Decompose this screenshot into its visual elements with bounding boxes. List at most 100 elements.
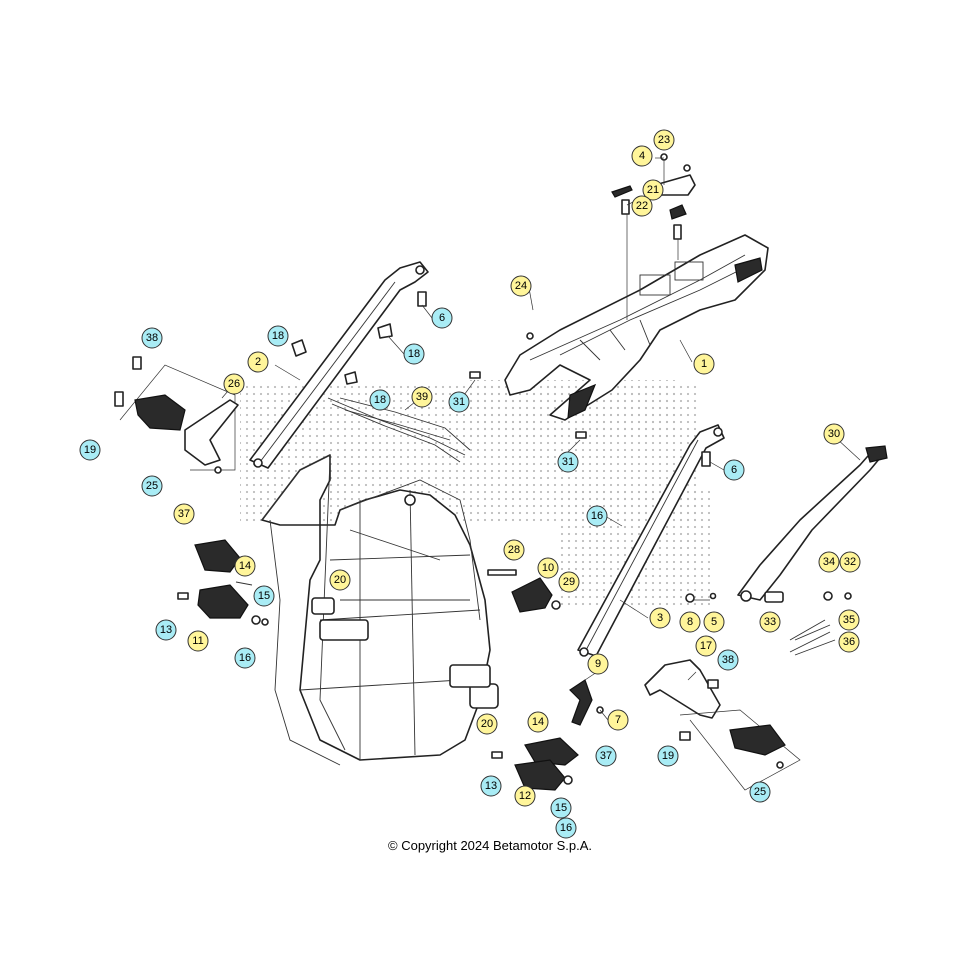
callout-25b-label: 25 [754, 786, 766, 798]
side-stand [737, 445, 888, 656]
callout-12-bubble [514, 785, 536, 807]
callout-14a: 14 [234, 555, 256, 577]
callout-15a-bubble [253, 585, 275, 607]
callout-15b-label: 15 [555, 802, 567, 814]
callout-37b: 37 [595, 745, 617, 767]
callout-9-bubble [587, 653, 609, 675]
callout-16c-bubble [555, 817, 577, 839]
callout-37a-bubble [173, 503, 195, 525]
callout-11: 11 [187, 630, 209, 652]
callout-38b-bubble [717, 649, 739, 671]
callout-5: 5 [703, 611, 725, 633]
left-footpeg [177, 539, 269, 626]
callout-18c-label: 18 [374, 394, 386, 406]
callout-35-bubble [838, 609, 860, 631]
callout-25a-label: 25 [146, 480, 158, 492]
callout-38b: 38 [717, 649, 739, 671]
callout-38a-label: 38 [146, 332, 158, 344]
callout-5-bubble [703, 611, 725, 633]
chain-guide-block [487, 569, 561, 613]
callout-14b-label: 14 [532, 716, 544, 728]
callout-16c-label: 16 [560, 822, 572, 834]
left-footpeg-assembly [114, 356, 239, 474]
callout-38a-bubble [141, 327, 163, 349]
callout-13b: 13 [480, 775, 502, 797]
callout-4: 4 [631, 145, 653, 167]
callout-3: 3 [649, 607, 671, 629]
callout-30-label: 30 [828, 428, 840, 440]
callout-8-bubble [679, 611, 701, 633]
callout-32-label: 32 [844, 556, 856, 568]
callout-32-bubble [839, 551, 861, 573]
callout-13b-label: 13 [485, 780, 497, 792]
callout-16b-label: 16 [239, 652, 251, 664]
callout-6a: 6 [431, 307, 453, 329]
callout-13a-bubble [155, 619, 177, 641]
callout-35-label: 35 [843, 614, 855, 626]
callout-38a: 38 [141, 327, 163, 349]
callout-14a-bubble [234, 555, 256, 577]
callout-20b-bubble [476, 713, 498, 735]
callout-26-bubble [223, 373, 245, 395]
small-hardware [469, 332, 717, 603]
callout-8: 8 [679, 611, 701, 633]
top-bracket-parts [611, 153, 696, 320]
callout-12-label: 12 [519, 790, 531, 802]
callout-21: 21 [642, 179, 664, 201]
callout-28-bubble [503, 539, 525, 561]
callout-12: 12 [514, 785, 536, 807]
callout-22-label: 22 [636, 200, 648, 212]
callout-4-bubble [631, 145, 653, 167]
callout-37a-label: 37 [178, 508, 190, 520]
callout-36: 36 [838, 631, 860, 653]
callout-18a: 18 [267, 325, 289, 347]
callout-17-bubble [695, 635, 717, 657]
callout-7-bubble [607, 709, 629, 731]
callout-15a: 15 [253, 585, 275, 607]
callout-18b: 18 [403, 343, 425, 365]
callout-14b-bubble [527, 711, 549, 733]
rear-subframe [504, 234, 769, 421]
callout-10-bubble [537, 557, 559, 579]
callout-36-bubble [838, 631, 860, 653]
callout-18c: 18 [369, 389, 391, 411]
callout-9: 9 [587, 653, 609, 675]
callout-7-label: 7 [615, 714, 621, 726]
callout-6b-bubble [723, 459, 745, 481]
callout-39: 39 [411, 386, 433, 408]
callout-30-bubble [823, 423, 845, 445]
callout-25a: 25 [141, 475, 163, 497]
callout-31b-bubble [557, 451, 579, 473]
callout-31a-bubble [448, 391, 470, 413]
callout-2-label: 2 [255, 356, 261, 368]
callout-3-label: 3 [657, 612, 663, 624]
callout-37b-bubble [595, 745, 617, 767]
callout-20a-bubble [329, 569, 351, 591]
callout-31a: 31 [448, 391, 470, 413]
callout-31a-label: 31 [453, 396, 465, 408]
callout-1-bubble [693, 353, 715, 375]
callout-24-bubble [510, 275, 532, 297]
callout-19b-bubble [657, 745, 679, 767]
callout-11-label: 11 [192, 635, 203, 647]
callout-6a-label: 6 [439, 312, 445, 324]
callout-39-bubble [411, 386, 433, 408]
callout-18b-bubble [403, 343, 425, 365]
callout-21-label: 21 [647, 184, 659, 196]
callout-21-bubble [642, 179, 664, 201]
callout-25b: 25 [749, 781, 771, 803]
callout-17: 17 [695, 635, 717, 657]
callout-37a: 37 [173, 503, 195, 525]
callout-39-label: 39 [416, 391, 428, 403]
callout-24-label: 24 [515, 280, 527, 292]
callout-18a-bubble [267, 325, 289, 347]
callout-23-bubble [653, 129, 675, 151]
callout-25b-bubble [749, 781, 771, 803]
callout-15a-label: 15 [258, 590, 270, 602]
callout-22-bubble [631, 195, 653, 217]
callout-5-label: 5 [711, 616, 717, 628]
callout-16a-label: 16 [591, 510, 603, 522]
copyright-text: © Copyright 2024 Betamotor S.p.A. [388, 838, 592, 853]
callout-19a: 19 [79, 439, 101, 461]
callout-6a-bubble [431, 307, 453, 329]
